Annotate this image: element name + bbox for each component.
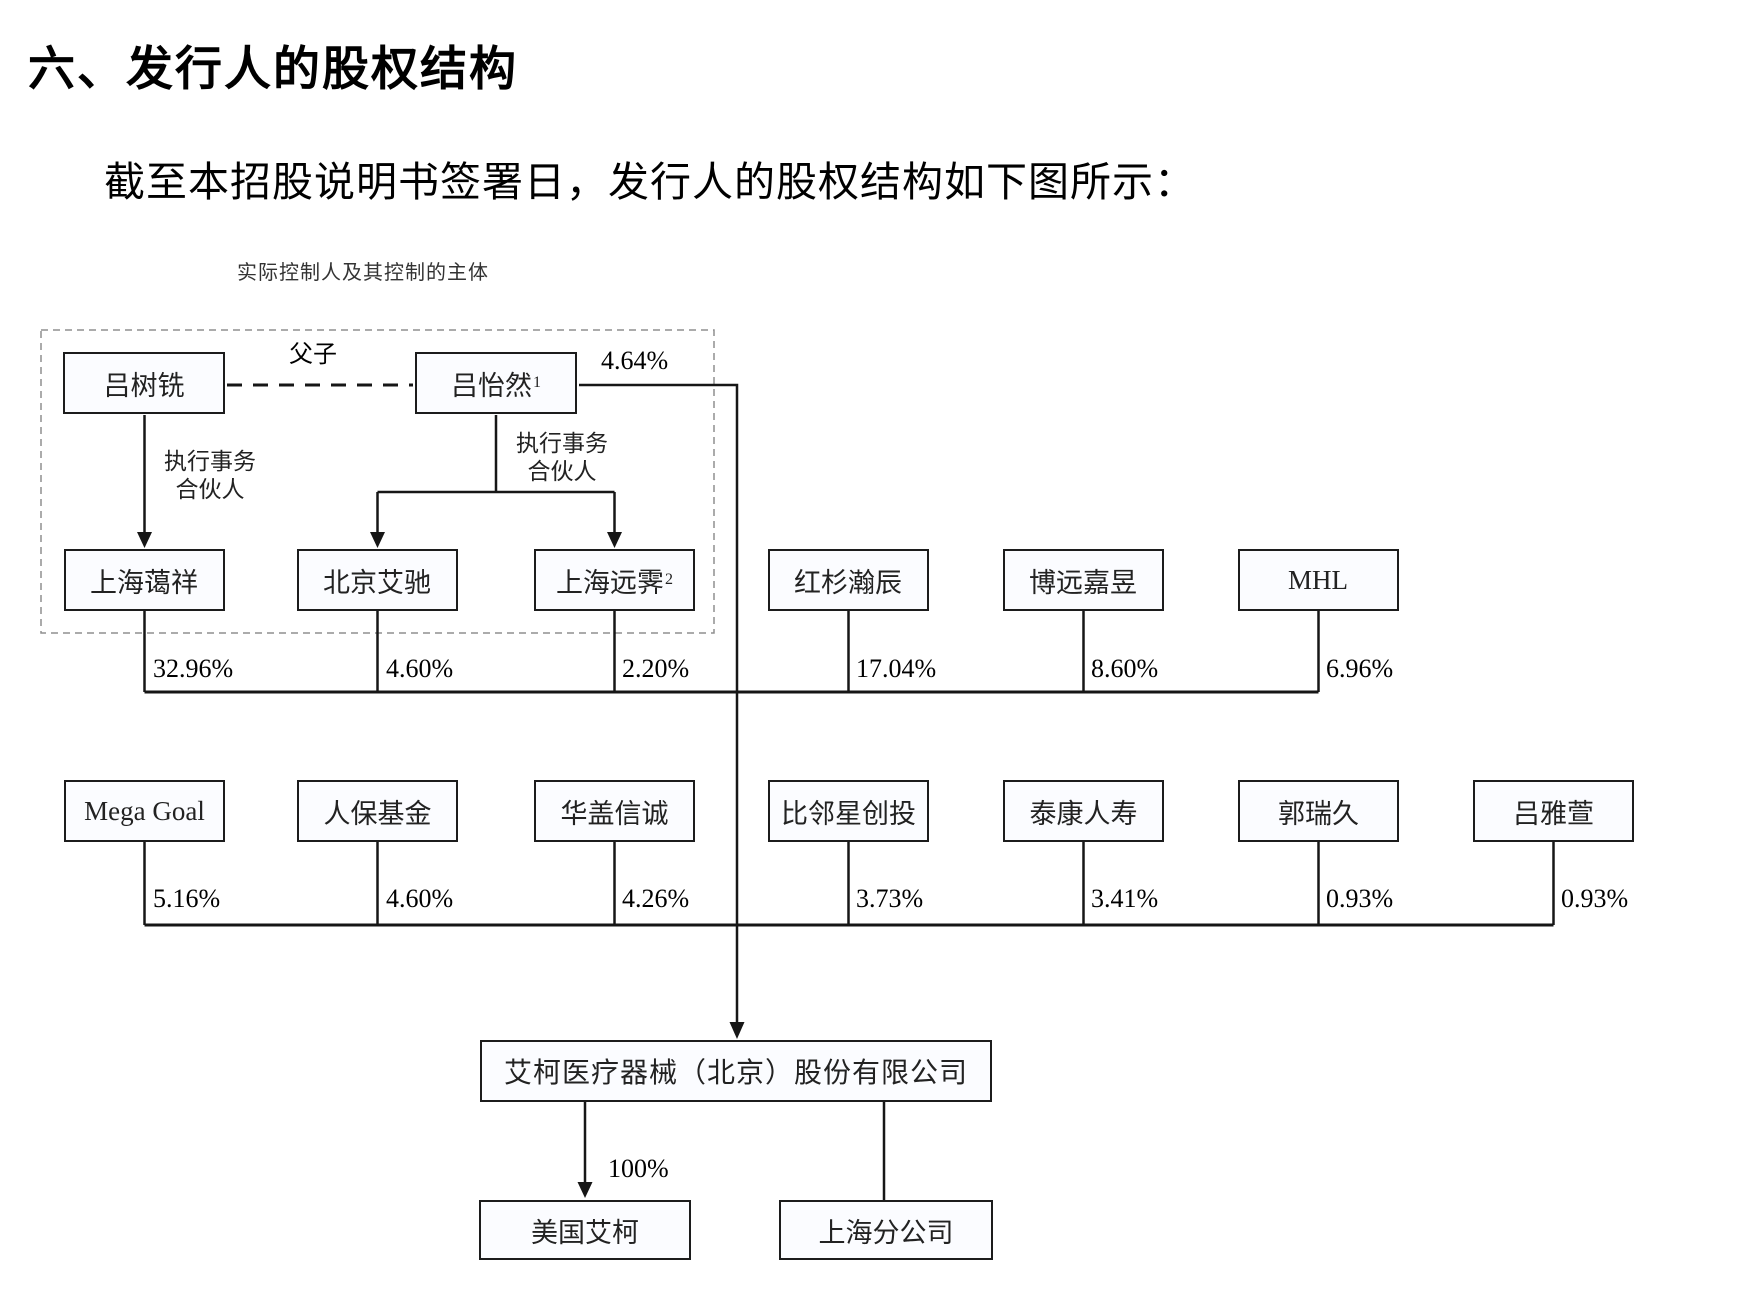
node-label: 吕树铣 — [103, 370, 185, 401]
node-label: 华盖信诚 — [560, 798, 669, 829]
node-mhl: MHL — [1238, 549, 1399, 611]
arrow-into-company — [729, 1022, 745, 1039]
node-label: 吕雅萱 — [1513, 798, 1594, 829]
node-label: Mega Goal — [84, 795, 205, 826]
arrow-into-beijing-aichi — [370, 532, 385, 548]
node-label: 吕怡然 — [451, 370, 532, 401]
node-label: 红杉瀚辰 — [794, 567, 902, 598]
node-huagai-xincheng: 华盖信诚 — [534, 780, 695, 842]
stake-label: 17.04% — [856, 654, 937, 683]
exec-partner-line2: 合伙人 — [175, 477, 245, 502]
node-lu-shuxian: 吕树铣 — [63, 352, 225, 414]
intro-text: 截至本招股说明书签署日，发行人的股权结构如下图所示： — [104, 159, 1196, 205]
node-bilinxing-venture: 比邻星创投 — [768, 780, 929, 842]
arrow-into-usa-aike — [577, 1182, 593, 1198]
stake-label: 4.60% — [386, 654, 454, 683]
stake-label: 2.20% — [622, 654, 690, 683]
stake-label: 0.93% — [1561, 884, 1629, 913]
arrow-into-shanghai-aixiang — [137, 532, 152, 548]
stake-label: 3.41% — [1091, 884, 1159, 913]
stake-label-usa-aike: 100% — [608, 1154, 669, 1183]
father-son-label: 父子 — [289, 342, 337, 368]
node-label: MHL — [1288, 564, 1348, 595]
node-label: 郭瑞久 — [1278, 798, 1359, 829]
node-label: 上海远霁 — [556, 567, 664, 598]
exec-partner-line2: 合伙人 — [527, 459, 597, 484]
stake-label: 0.93% — [1326, 884, 1394, 913]
node-renbao-fund: 人保基金 — [297, 780, 458, 842]
stake-label: 32.96% — [153, 654, 234, 683]
stake-label: 5.16% — [153, 884, 221, 913]
node-label: 美国艾柯 — [531, 1217, 639, 1248]
exec-partner-line1: 执行事务 — [516, 431, 608, 456]
stake-label: 3.73% — [856, 884, 924, 913]
node-label: 上海分公司 — [818, 1217, 954, 1248]
arrow-into-shanghai-yuanji — [607, 532, 622, 548]
node-hongshan-hanchen: 红杉瀚辰 — [768, 549, 929, 611]
node-label: 泰康人寿 — [1029, 798, 1138, 829]
stake-label-luyiran: 4.64% — [601, 346, 669, 375]
node-label: 人保基金 — [323, 798, 432, 829]
stake-label: 8.60% — [1091, 654, 1159, 683]
node-label: 上海蔼祥 — [90, 567, 198, 598]
node-shanghai-branch: 上海分公司 — [779, 1200, 993, 1260]
node-label: 北京艾驰 — [323, 567, 431, 598]
node-label: 博远嘉昱 — [1029, 567, 1137, 598]
node-issuer-company: 艾柯医疗器械（北京）股份有限公司 — [480, 1040, 992, 1102]
exec-partner-label-left: 执行事务 合伙人 — [158, 448, 262, 504]
node-mega-goal: Mega Goal — [64, 780, 225, 842]
node-shanghai-aixiang: 上海蔼祥 — [64, 549, 225, 611]
node-boyuan-jiayu: 博远嘉昱 — [1003, 549, 1164, 611]
section-title: 六、发行人的股权结构 — [28, 42, 518, 95]
actual-controller-group-label: 实际控制人及其控制的主体 — [237, 262, 489, 284]
exec-partner-label-right: 执行事务 合伙人 — [510, 430, 614, 486]
stake-label: 4.60% — [386, 884, 454, 913]
node-beijing-aichi: 北京艾驰 — [297, 549, 458, 611]
node-usa-aike: 美国艾柯 — [479, 1200, 691, 1260]
stake-label: 6.96% — [1326, 654, 1394, 683]
node-lu-yaxuan: 吕雅萱 — [1473, 780, 1634, 842]
node-guo-ruijiu: 郭瑞久 — [1238, 780, 1399, 842]
node-label: 艾柯医疗器械（北京）股份有限公司 — [503, 1058, 968, 1089]
node-label: 比邻星创投 — [781, 798, 916, 829]
stake-label: 4.26% — [622, 884, 690, 913]
exec-partner-line1: 执行事务 — [164, 449, 256, 474]
node-taikang-life: 泰康人寿 — [1003, 780, 1164, 842]
